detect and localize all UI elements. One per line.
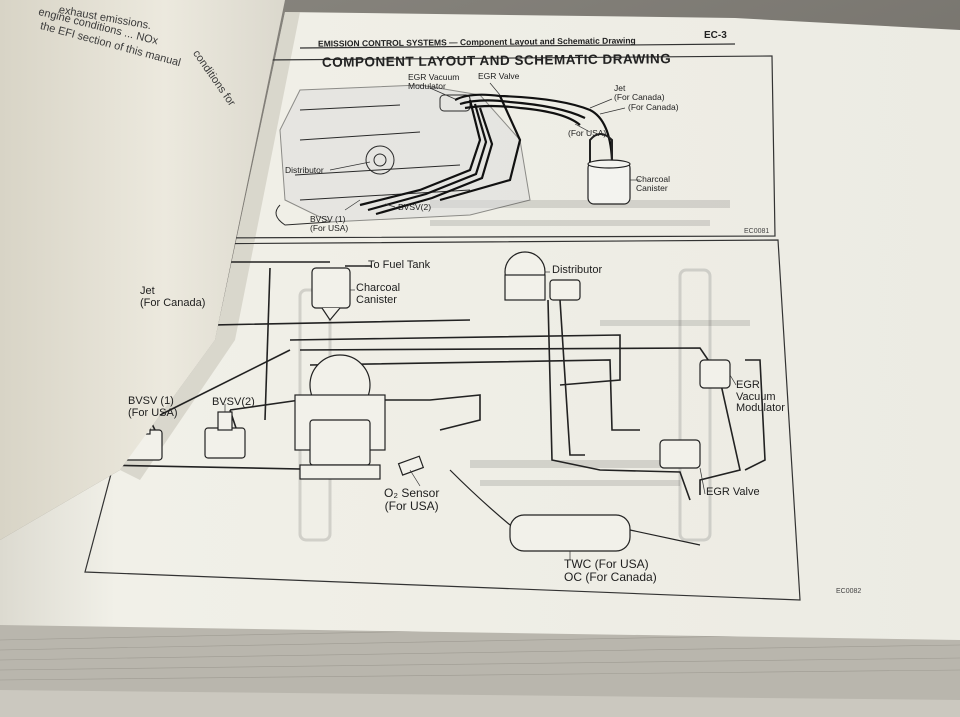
label-o2-sensor: O₂ Sensor (For USA) xyxy=(384,486,440,513)
ref-ec0081: EC0081 xyxy=(744,228,770,235)
label-distributor: Distributor xyxy=(552,264,603,276)
label-egr-valve: EGR Valve xyxy=(478,71,520,81)
upper-canister xyxy=(587,133,631,205)
schematic-lines xyxy=(99,261,766,501)
label-egr-vacuum-modulator-schematic: EGR Vacuum Modulator xyxy=(736,379,785,415)
label-jet-canada-schematic: Jet (For Canada) xyxy=(140,285,206,309)
left-page-line-4: conditions for xyxy=(190,48,238,109)
label-to-fuel-tank: To Fuel Tank xyxy=(368,259,431,271)
label-for-usa: (For USA) xyxy=(568,128,607,138)
label-charcoal-canister: Charcoal Canister xyxy=(356,282,401,306)
page-number: EC-3 xyxy=(704,30,727,41)
vacuum-hoses xyxy=(359,93,614,216)
label-bvsv1: BVSV (1) (For USA) xyxy=(128,395,178,419)
label-for-canada: (For Canada) xyxy=(628,102,679,112)
label-egr-valve-schematic: EGR Valve xyxy=(706,486,760,498)
label-egr-vacuum-modulator: EGR Vacuum Modulator xyxy=(408,72,460,91)
label-bvsv2: BVSV(2) xyxy=(212,396,255,408)
ref-ec0082: EC0082 xyxy=(836,588,862,595)
label-charcoal-canister-upper: Charcoal Canister xyxy=(636,174,671,193)
label-twc-oc: TWC (For USA) OC (For Canada) xyxy=(564,557,657,584)
label-bvsv2-upper: BVSV(2) xyxy=(398,202,432,212)
label-distributor-upper: Distributor xyxy=(285,165,324,175)
engine-illustration xyxy=(275,84,531,226)
label-jet-canada: Jet (For Canada) xyxy=(614,83,665,102)
label-bvsv1-upper: BVSV (1) (For USA) xyxy=(310,214,349,233)
page-sheet xyxy=(0,12,960,640)
